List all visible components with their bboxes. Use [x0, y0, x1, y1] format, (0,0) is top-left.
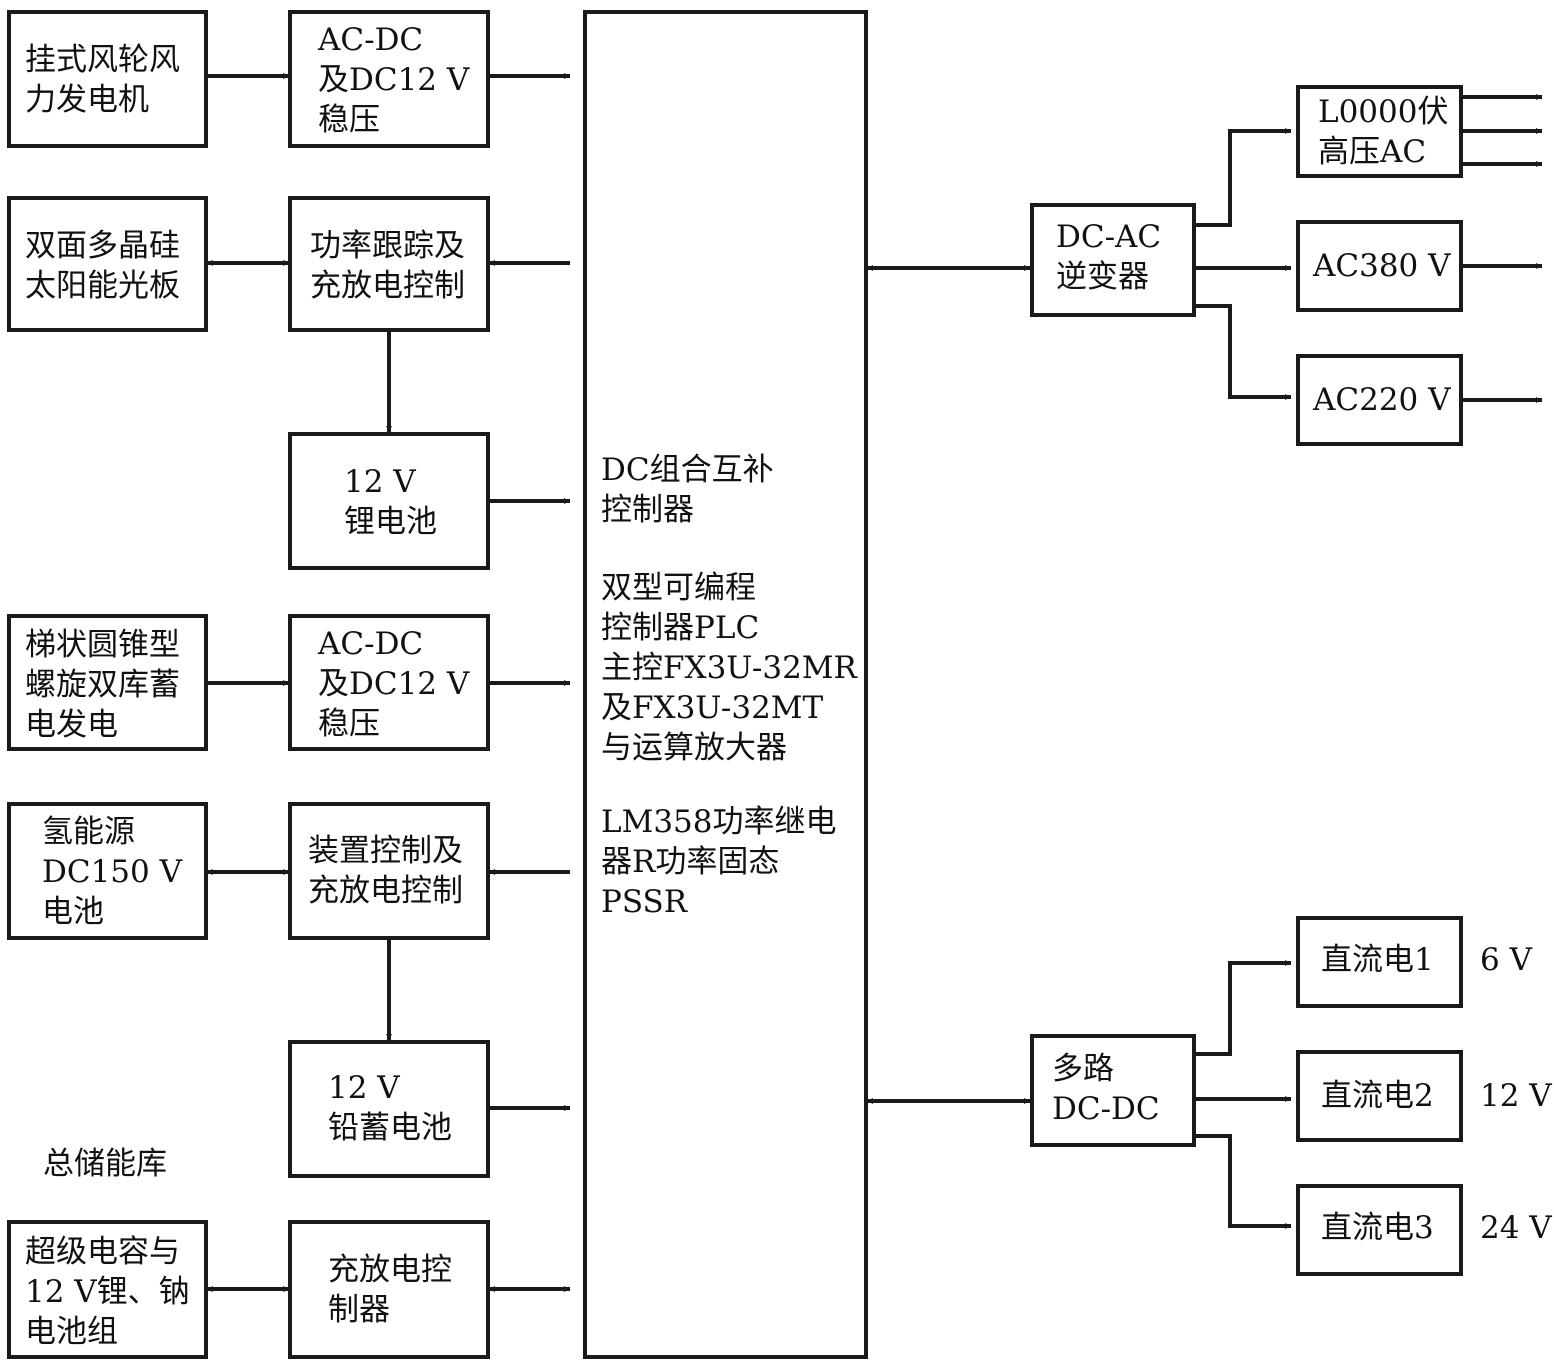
supercapacitor-label: 超级电容与 12 V锂、钠 电池组	[25, 1234, 190, 1350]
controller-plc-description: 双型可编程 控制器PLC 主控FX3U-32MR 及FX3U-32MT 与运算放…	[601, 570, 857, 766]
lead-battery-box	[288, 1040, 490, 1178]
supercapacitor-box	[7, 1220, 208, 1359]
high-voltage-ac-label: L0000伏 高压AC	[1318, 94, 1449, 170]
wind-generator-label: 挂式风轮风 力发电机	[25, 42, 180, 118]
dc-voltage-1: 6 V	[1480, 942, 1532, 978]
dcdc-box	[1030, 1034, 1196, 1147]
solar-panel-label: 双面多晶硅 太阳能光板	[25, 228, 180, 304]
lead-battery-label: 12 V 铅蓄电池	[328, 1070, 452, 1146]
li-battery-label: 12 V 锂电池	[344, 464, 437, 540]
storage-label: 总储能库	[43, 1146, 167, 1182]
acdc-regulator-label-2: AC-DC 及DC12 V 稳压	[318, 626, 470, 742]
hydrogen-battery-box	[7, 802, 208, 940]
acdc-regulator-box-2	[288, 614, 490, 751]
hydrogen-battery-label: 氢能源 DC150 V 电池	[42, 814, 182, 930]
dc-voltage-2: 12 V	[1480, 1078, 1552, 1114]
central-controller-box	[583, 10, 868, 1359]
high-voltage-ac-box	[1296, 85, 1463, 178]
arrow-dcdc-to-dc1	[1195, 960, 1291, 1056]
dcdc-label: 多路 DC-DC	[1052, 1051, 1160, 1127]
spiral-generator-label: 梯状圆锥型 螺旋双库蓄 电发电	[25, 627, 180, 743]
charge-controller-label: 充放电控 制器	[328, 1252, 452, 1328]
ac220-box	[1296, 354, 1463, 446]
device-controller-label: 装置控制及 充放电控制	[308, 833, 463, 909]
ac380-label: AC380 V	[1313, 248, 1451, 284]
inverter-label: DC-AC 逆变器	[1056, 219, 1162, 295]
acdc-regulator-label-1: AC-DC 及DC12 V 稳压	[318, 22, 470, 138]
dc-output-1-label: 直流电1	[1321, 942, 1434, 978]
acdc-regulator-box-1	[288, 10, 490, 148]
arrow-inverter-to-ac220	[1195, 304, 1291, 400]
mppt-controller-box	[288, 196, 490, 332]
dc-output-1-box	[1296, 916, 1463, 1008]
device-controller-box	[288, 802, 490, 940]
solar-panel-box	[7, 196, 208, 332]
spiral-generator-box	[7, 614, 208, 751]
controller-relay-description: LM358功率继电 器R功率固态 PSSR	[601, 804, 837, 920]
mppt-controller-label: 功率跟踪及 充放电控制	[310, 228, 465, 304]
dc-output-2-box	[1296, 1050, 1463, 1142]
charge-controller-box	[288, 1220, 490, 1359]
controller-title: DC组合互补 控制器	[601, 452, 774, 528]
ac380-box	[1296, 220, 1463, 312]
dc-output-3-label: 直流电3	[1321, 1210, 1434, 1246]
arrow-dcdc-to-dc3	[1195, 1134, 1291, 1229]
arrow-inverter-to-high-ac	[1195, 128, 1291, 227]
inverter-box	[1030, 203, 1196, 317]
ac220-label: AC220 V	[1313, 382, 1451, 418]
dc-output-3-box	[1296, 1184, 1463, 1276]
wind-generator-box	[7, 10, 208, 148]
li-battery-box	[288, 432, 490, 570]
dc-voltage-3: 24 V	[1480, 1210, 1552, 1246]
dc-output-2-label: 直流电2	[1321, 1078, 1434, 1114]
